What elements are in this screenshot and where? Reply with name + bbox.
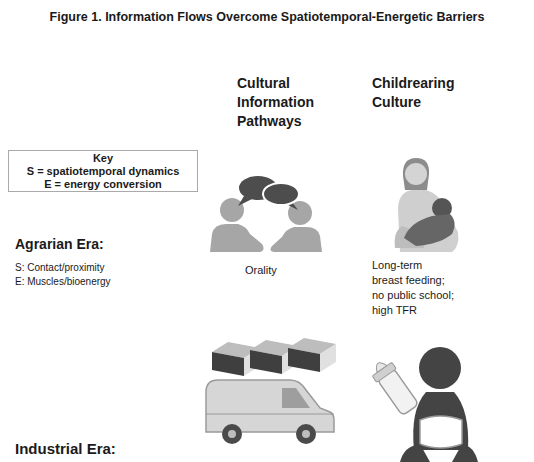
conversation-icon	[210, 176, 322, 252]
era-heading: Agrarian Era:	[15, 236, 195, 253]
hair	[403, 158, 429, 190]
bottle-baby-icon	[368, 347, 478, 462]
van-trim	[206, 413, 334, 414]
van-body	[206, 380, 334, 432]
key-heading: Key	[9, 152, 197, 165]
column-heading: Childrearing Culture	[372, 74, 472, 112]
speech-bubble	[263, 183, 299, 205]
person-head	[220, 198, 244, 222]
wheel-hub	[228, 430, 236, 438]
wheel-hub	[302, 430, 310, 438]
person-body	[270, 227, 322, 252]
bottle-nipple	[373, 360, 387, 373]
baby-bottle	[368, 356, 420, 416]
era-detail: S: Contact/proximity	[15, 261, 195, 274]
person-body	[210, 224, 264, 252]
van-window	[282, 388, 310, 408]
era-heading: Industrial Era:	[15, 440, 195, 458]
diaper	[420, 416, 462, 448]
key-entry: S = spatiotemporal dynamics	[9, 165, 197, 178]
baby-leg	[452, 444, 478, 462]
book-cover	[212, 352, 244, 376]
book-pages	[320, 344, 336, 372]
baby-body	[404, 214, 455, 246]
book-cover	[288, 348, 320, 372]
book-cover	[250, 350, 282, 374]
books-icon	[212, 338, 336, 376]
baby-head	[419, 347, 461, 389]
pathway-label: Orality	[245, 263, 325, 277]
column-heading: Cultural Information Pathways	[237, 74, 337, 131]
mother-head	[405, 163, 427, 185]
van-wheel	[222, 424, 242, 444]
figure-title: Figure 1. Information Flows Overcome Spa…	[0, 9, 534, 25]
breastfeeding-icon	[395, 158, 459, 252]
baby-leg	[400, 444, 430, 462]
van-wheel	[296, 424, 316, 444]
key-entry: E = energy conversion	[9, 178, 197, 191]
baby-body	[413, 392, 468, 450]
era-detail: E: Muscles/bioenergy	[15, 275, 195, 288]
van-icon	[206, 380, 334, 444]
key-box: KeyS = spatiotemporal dynamicsE = energy…	[8, 150, 198, 192]
childrearing-note: Long-term breast feeding; no public scho…	[372, 258, 456, 318]
